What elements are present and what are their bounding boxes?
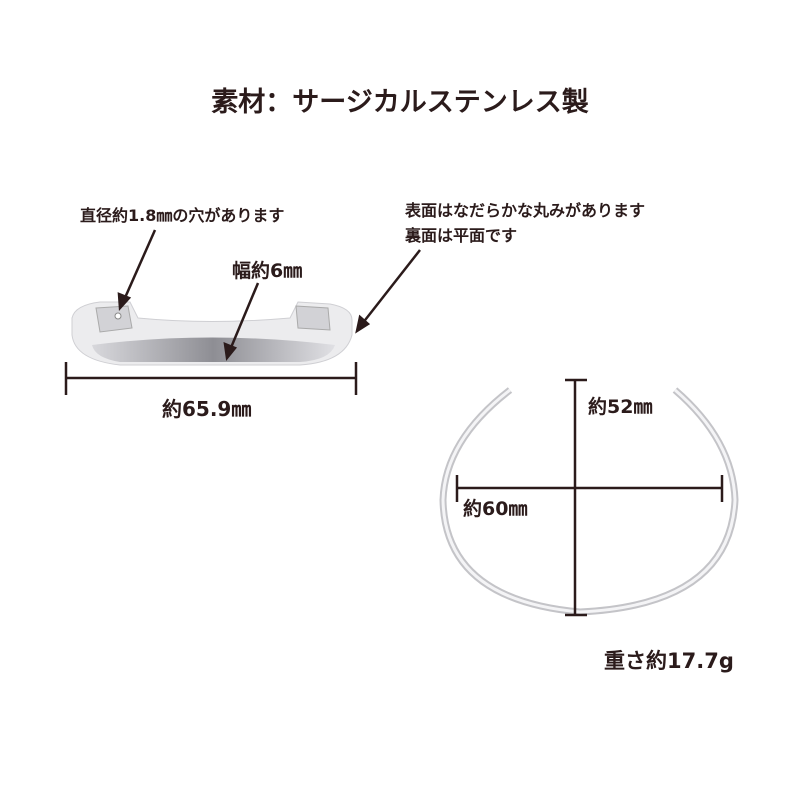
surface-note-1: 表面はなだらかな丸みがあります	[405, 201, 646, 220]
arrow-head	[223, 342, 238, 362]
dimension-lines	[64, 229, 724, 617]
width-arrow	[228, 282, 260, 351]
arrow-head	[117, 292, 132, 312]
hole-note: 直径約1.8㎜の穴があります	[80, 206, 285, 225]
bangle-side-view	[71, 301, 353, 366]
height-dimension-label: 約52㎜	[588, 396, 653, 418]
length-label: 約65.9㎜	[162, 397, 252, 421]
weight-label: 重さ約17.7g	[604, 649, 734, 673]
width-dimension-label: 約60㎜	[463, 498, 528, 520]
bangle-top-view	[439, 387, 739, 616]
hole-arrow	[122, 229, 157, 301]
material-title: 素材：サージカルステンレス製	[211, 87, 589, 118]
surface-arrow	[361, 249, 421, 325]
band-width-label: 幅約6㎜	[232, 260, 303, 282]
arrow-head	[355, 314, 371, 334]
surface-note-2: 裏面は平面です	[405, 226, 518, 245]
